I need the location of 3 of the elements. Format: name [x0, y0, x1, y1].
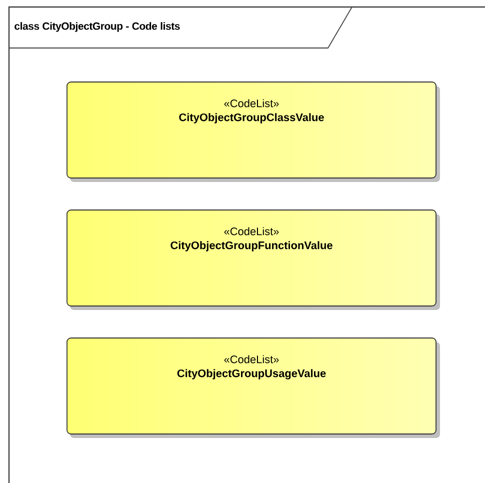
class-box: «CodeList» CityObjectGroupFunctionValue	[66, 210, 440, 310]
class-box: «CodeList» CityObjectGroupUsageValue	[66, 338, 440, 438]
class-box: «CodeList» CityObjectGroupClassValue	[66, 82, 440, 182]
